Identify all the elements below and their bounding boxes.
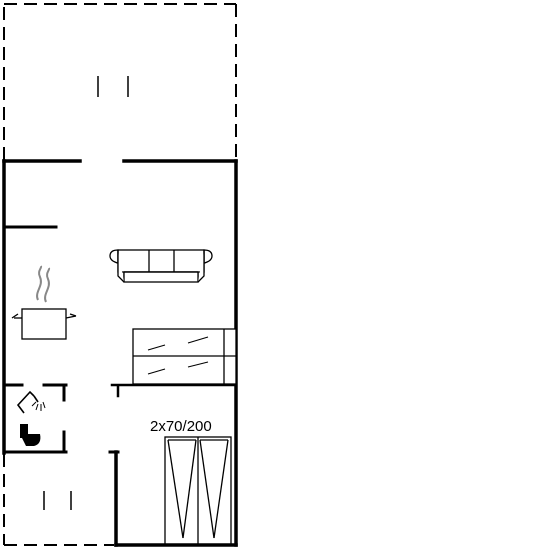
terrace-top-marks [97,76,129,97]
toilet-icon [20,424,41,446]
terrace-bottom [3,454,114,546]
bed-size-label: 2x70/200 [150,418,212,435]
interior-walls [4,225,238,454]
terrace-bottom-marks [43,491,72,510]
bed-double-icon [132,328,237,385]
sofa-icon [109,249,213,283]
terrace-top [3,3,237,160]
cooking-pot-icon [11,265,77,340]
shower-icon [16,390,46,414]
bed-icon [164,436,232,546]
